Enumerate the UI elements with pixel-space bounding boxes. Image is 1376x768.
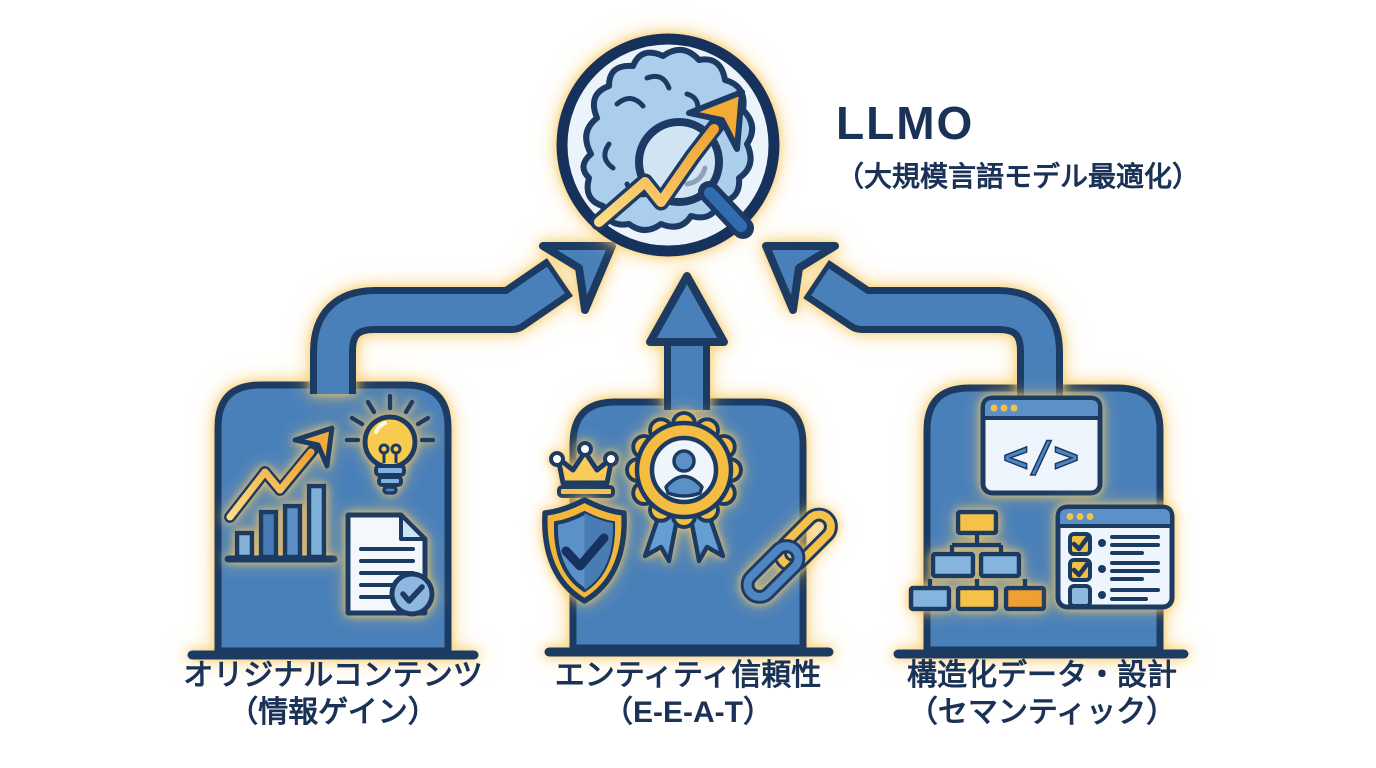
chain-link-gold xyxy=(773,507,838,573)
shield-check-icon xyxy=(542,497,627,604)
checklist-window-icon xyxy=(1055,504,1175,610)
pillar-label-line2: （E-E-A-T） xyxy=(603,696,773,729)
growth-chart-icon xyxy=(224,425,338,563)
arrow-right-icon xyxy=(762,242,1063,396)
code-window-icon: </> xyxy=(980,395,1103,496)
pillar-label-line1: 構造化データ・設計 xyxy=(907,659,1177,692)
pillar-label-line1: オリジナルコンテンツ xyxy=(183,659,483,692)
person-head xyxy=(672,449,696,473)
person-shoulders xyxy=(664,474,704,498)
crown-icon xyxy=(549,441,619,498)
magnifier-handle xyxy=(698,181,754,239)
document-check-icon xyxy=(345,512,435,617)
pillar-label-structured-data: 構造化データ・設計 （セマンティック） xyxy=(872,657,1212,731)
brain-magnifier-growth-icon xyxy=(580,47,756,239)
pillar-label-line2: （情報ゲイン） xyxy=(228,696,438,729)
sitemap-icon xyxy=(908,509,1047,612)
award-badge-icon xyxy=(625,411,743,564)
growth-arrow xyxy=(590,89,745,231)
page-title: LLMO xyxy=(836,97,975,149)
chain-link-icon xyxy=(740,507,838,604)
pillar-label-entity-trust: エンティティ信頼性 （E-E-A-T） xyxy=(518,657,858,731)
lightbulb-icon xyxy=(344,393,436,495)
code-symbol-text: </> xyxy=(1003,432,1079,481)
chain-link-blue xyxy=(740,539,806,604)
lightbulb-rays xyxy=(344,393,436,443)
arrow-middle-icon xyxy=(646,272,728,410)
page-subtitle: （大規模言語モデル最適化） xyxy=(836,161,1201,192)
arrow-left-icon xyxy=(310,242,616,394)
pillar-label-original-content: オリジナルコンテンツ （情報ゲイン） xyxy=(163,657,503,731)
title-block: LLMO （大規模言語モデル最適化） xyxy=(836,100,1200,195)
pillar-label-line1: エンティティ信頼性 xyxy=(554,659,822,692)
pillar-label-line2: （セマンティック） xyxy=(907,696,1177,729)
